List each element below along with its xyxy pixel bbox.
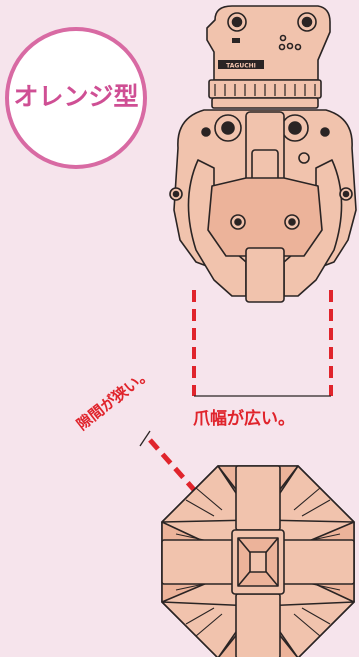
grapple-top-view: [161, 465, 355, 657]
claw-width-label: 爪幅が広い。: [193, 409, 295, 429]
claw-center: [245, 247, 285, 303]
svg-text:TAGUCHI: TAGUCHI: [226, 63, 256, 70]
grapple-side-view: TAGUCHI: [169, 5, 357, 303]
gap-indicator: [139, 430, 198, 494]
nameplate: [218, 60, 264, 69]
arm-bottom: [235, 593, 281, 657]
type-badge: オレンジ型: [5, 27, 147, 169]
claw-width-dimension: [192, 290, 333, 397]
badge-label: オレンジ型: [13, 82, 139, 111]
arm-right: [281, 539, 355, 585]
arm-left: [161, 539, 235, 585]
arm-top: [235, 465, 281, 531]
